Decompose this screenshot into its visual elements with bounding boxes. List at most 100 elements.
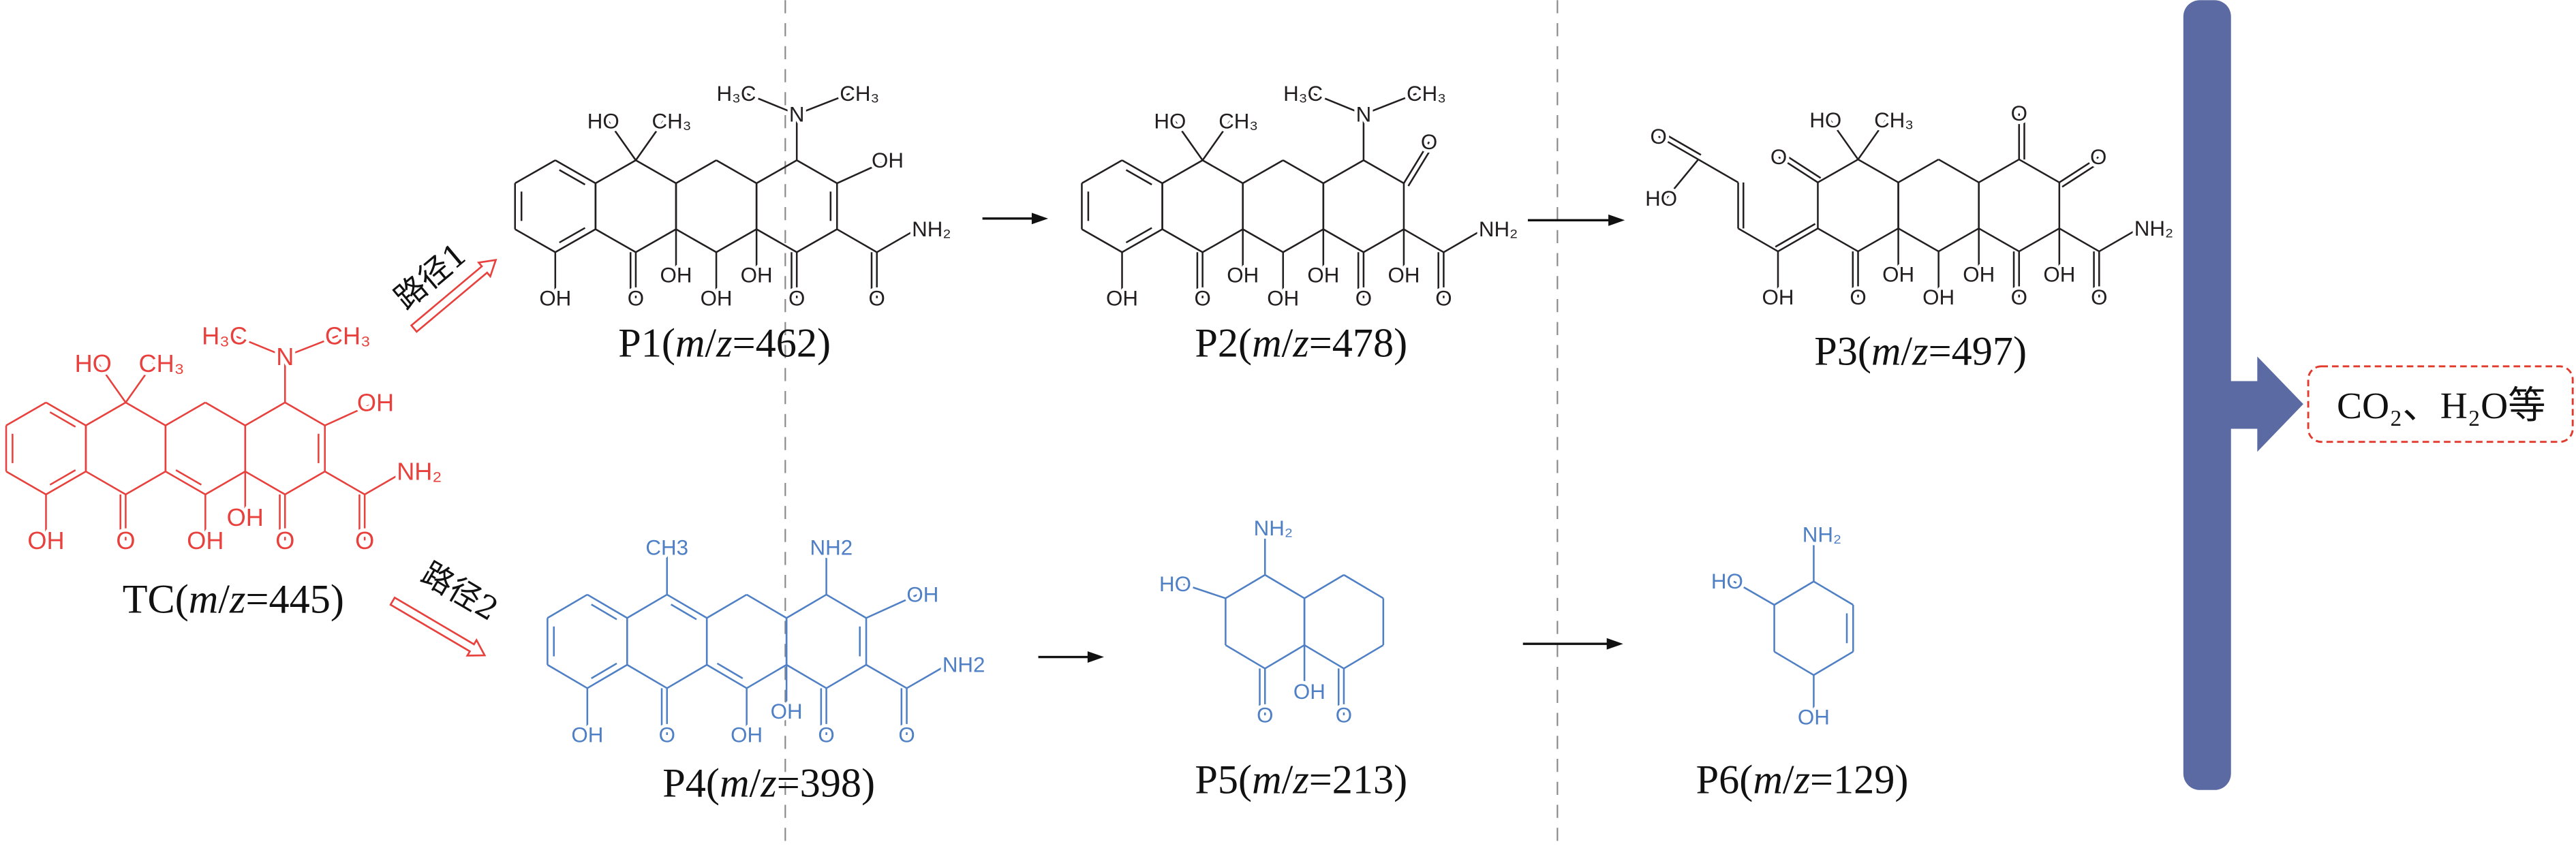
ring-double-bond [671,604,697,621]
bond [716,159,757,185]
atom-label-o-a: O [1421,130,1437,154]
bond [1773,651,1815,676]
bond [1313,93,1364,115]
bond [1857,158,1899,183]
bond [607,121,637,161]
bond [547,663,588,689]
bond [284,334,339,358]
atom-label-oh-d: OH [1882,262,1914,286]
bond [746,93,797,115]
bond [1202,228,1244,253]
reaction-arrow-p5-p6 [1522,638,1623,650]
bond [1938,228,1980,253]
atom-label-nh2: NH2 [942,653,985,676]
double-bond-line [1407,144,1435,187]
atom-label-n: N [1356,102,1372,126]
bond [1323,159,1364,185]
bond [1304,574,1345,599]
atom-label-me: CH₃ [1218,109,1258,133]
atom-label-o-a: O [2090,145,2106,169]
bond [1343,574,1384,599]
atom-label-o-b: O [1336,704,1352,727]
bond [626,663,668,689]
bond [364,471,405,495]
bond [635,228,677,253]
bond [1242,228,1284,253]
atom-label-oh-c: OH [1293,680,1325,704]
bond [1403,228,1445,253]
bond [1363,228,1405,253]
bond [1665,159,1700,200]
caption-p4: P4(m/z=398) [662,760,875,806]
bond [796,228,838,253]
reaction-arrow-p2-p3 [1527,214,1625,226]
bond [635,159,677,185]
caption-p6: P6(m/z=129) [1696,757,1909,803]
bond [1857,228,1899,253]
route1-arrow [410,259,497,333]
bond [555,159,596,185]
atom-label-oh-c: OH [227,503,264,531]
atom-label-o-f: O [628,286,644,310]
atom-label-oh: OH [1798,705,1830,729]
bond [1225,644,1266,670]
ring-double-bond [559,227,586,244]
bond [666,593,707,619]
bond [1733,580,1775,606]
atom-label-ho-acid: HO [1645,187,1677,210]
bond [756,159,797,185]
atom-label-o-b: O [788,286,805,310]
ring-double-bond [1125,227,1152,244]
ring-double-bond [49,411,76,428]
atom-label-oh-d: OH [1227,264,1259,287]
bond [125,471,166,495]
bond [125,401,166,426]
double-bond-line [2061,161,2102,188]
bond [2098,228,2140,253]
double-bond-line [1775,223,1816,248]
atom-label-o-f: O [1850,285,1866,309]
bond [1363,159,1405,185]
bond [204,471,246,495]
atom-label-o-amide: O [355,527,374,554]
double-bond-line [1781,152,1822,179]
bond [1283,228,1324,253]
atom-label-oh-e: OH [701,286,733,310]
bond [45,471,87,495]
atom-label-nh2: NH₂ [397,458,442,486]
bond [865,593,919,619]
bond [1225,574,1266,599]
bond [165,471,206,495]
atom-label-oh-g: OH [27,527,64,554]
bond [836,159,889,185]
atom-label-oh-e: OH [187,527,224,554]
bond [1402,141,1430,184]
bond [1897,158,1939,183]
atom-label-oh-h: OH [2043,262,2075,286]
atom-label-oh-c: OH [771,700,803,723]
bond [1658,136,1699,161]
atom-label-nh2: NH₂ [912,217,951,241]
bond [1817,158,1859,183]
bond [555,228,596,253]
bond [245,471,286,495]
atom-label-oh-c: OH [1963,262,1995,286]
atom-label-oh-a: OH [357,388,394,416]
atom-label-oh-c: OH [741,264,773,287]
atom-label-oh-g: OH [1106,286,1138,310]
atom-label-n: N [276,343,294,371]
ring-double-bond [716,662,743,679]
atom-label-oh-g: OH [539,286,571,310]
ring-double-bond [1125,169,1152,186]
atom-label-o-k: O [1770,145,1787,169]
bond [786,593,827,619]
bond [1737,228,1779,253]
atom-label-me: CH₃ [651,109,691,133]
double-bond-line [1660,131,1702,156]
atom-label-o-amide: O [898,723,915,747]
ring-double-bond [175,469,202,486]
bond [234,334,286,358]
bond [85,401,127,426]
